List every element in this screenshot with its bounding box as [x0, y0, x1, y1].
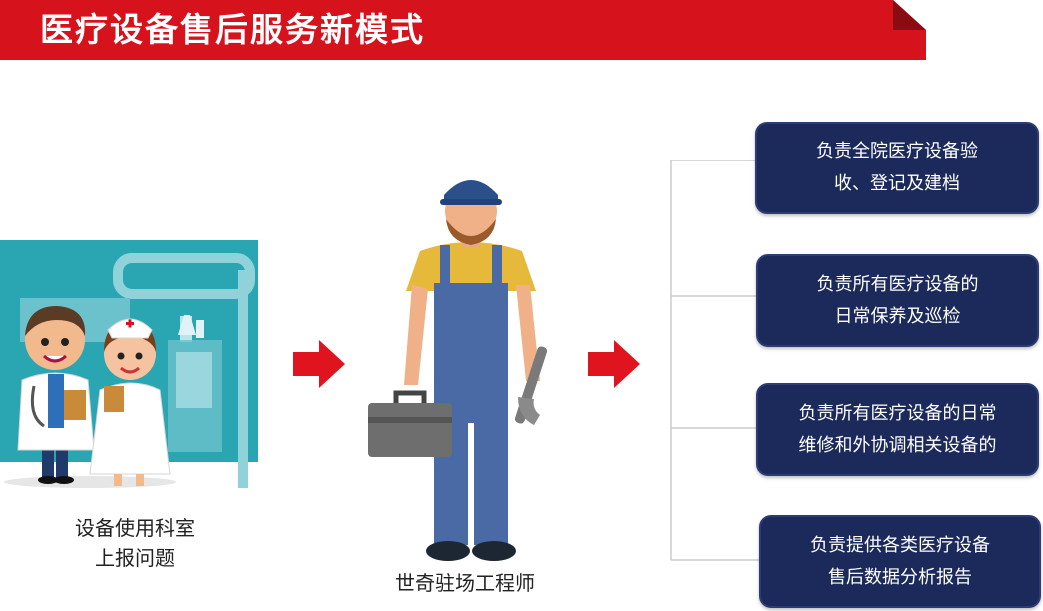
- engineer-illustration: [360, 165, 570, 570]
- duty-box-repair: 负责所有医疗设备的日常 维修和外协调相关设备的: [756, 383, 1039, 476]
- department-caption: 设备使用科室 上报问题: [40, 513, 230, 573]
- department-caption-line1: 设备使用科室: [75, 516, 195, 540]
- banner-fold-corner: [893, 0, 926, 30]
- duty-line: 负责所有医疗设备的日常: [798, 402, 997, 424]
- duty-line: 日常保养及巡检: [834, 305, 961, 327]
- duty-line: 维修和外协调相关设备的: [798, 434, 997, 456]
- duty-line: 负责提供各类医疗设备: [810, 534, 990, 556]
- engineer-caption: 世奇驻场工程师: [395, 571, 535, 595]
- page-title: 医疗设备售后服务新模式: [40, 10, 425, 49]
- duties-connector: [670, 159, 760, 562]
- duty-line: 售后数据分析报告: [828, 566, 972, 588]
- duty-line: 负责全院医疗设备验: [816, 141, 978, 162]
- medical-staff-illustration: [0, 240, 260, 490]
- duty-line: 负责所有医疗设备的: [816, 273, 979, 295]
- right-arrow-icon: [588, 340, 640, 392]
- duty-line: 收、登记及建档: [834, 173, 960, 194]
- duty-box-acceptance: 负责全院医疗设备验 收、登记及建档: [755, 122, 1039, 214]
- duty-box-analysis: 负责提供各类医疗设备 售后数据分析报告: [759, 515, 1041, 608]
- duty-box-maintenance: 负责所有医疗设备的 日常保养及巡检: [756, 254, 1039, 347]
- title-banner: [0, 0, 926, 60]
- right-arrow-icon: [293, 340, 345, 392]
- department-caption-line2: 上报问题: [95, 546, 175, 570]
